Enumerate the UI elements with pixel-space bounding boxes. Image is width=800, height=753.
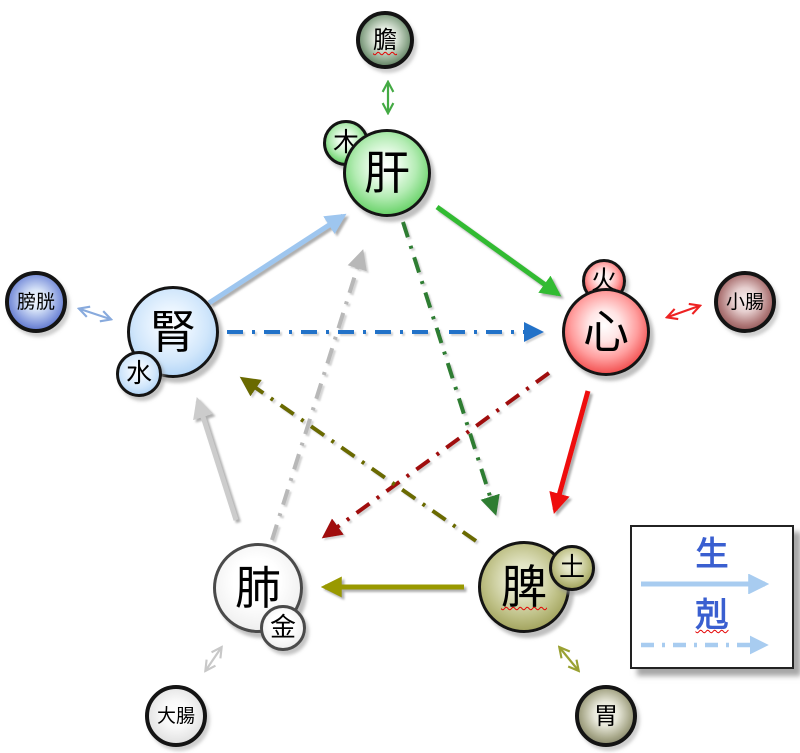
large-intestine-node: 大腸 xyxy=(145,685,207,747)
legend-box: 生 剋 xyxy=(630,525,794,669)
arrow-lung-to-liver xyxy=(270,249,367,541)
liver-label: 肝 xyxy=(364,146,410,200)
arrow-heart-to-spleen xyxy=(549,390,591,515)
metal-label: 金 xyxy=(269,613,296,643)
generating-arrows xyxy=(193,204,591,598)
arrow-smallintestine-heart xyxy=(668,306,699,317)
stomach-label: 胃 xyxy=(594,702,618,730)
arrow-heart-to-lung xyxy=(321,371,551,539)
arrow-liver-to-heart xyxy=(435,204,562,297)
gallbladder-label: 膽 xyxy=(373,26,397,54)
metal-element-node: 金 xyxy=(260,605,306,651)
gallbladder-node: 膽 xyxy=(356,11,414,69)
liver-node: 肝 xyxy=(343,129,431,217)
small-intestine-node: 小腸 xyxy=(714,271,776,333)
earth-element-node: 土 xyxy=(549,545,595,591)
kidney-label: 腎 xyxy=(150,305,196,359)
legend-overcoming-arrow xyxy=(641,635,769,655)
heart-node: 心 xyxy=(562,288,650,376)
arrow-kidney-to-liver xyxy=(207,213,347,306)
bladder-label: 膀胱 xyxy=(16,290,55,313)
heart-label: 心 xyxy=(583,305,629,359)
spleen-label: 脾 xyxy=(501,560,547,614)
small-intestine-label: 小腸 xyxy=(725,290,764,313)
legend-generating-arrow xyxy=(641,573,770,594)
arrow-liver-to-spleen xyxy=(401,221,500,516)
legend-generating-label: 生 xyxy=(695,534,729,573)
arrow-bladder-kidney xyxy=(80,309,110,319)
bladder-node: 膀胱 xyxy=(5,271,67,333)
arrow-spleen-to-kidney xyxy=(239,376,478,543)
water-label: 水 xyxy=(125,359,152,389)
arrow-largeintestine-lung xyxy=(206,648,221,670)
lung-label: 肺 xyxy=(235,561,281,615)
water-element-node: 水 xyxy=(116,351,162,397)
stomach-node: 胃 xyxy=(575,685,637,747)
legend-overcoming-label: 剋 xyxy=(695,594,729,634)
arrow-lung-to-kidney xyxy=(193,396,239,521)
arrow-stomach-spleen xyxy=(560,648,578,670)
large-intestine-label: 大腸 xyxy=(156,704,195,727)
earth-label: 土 xyxy=(558,553,585,583)
overcoming-arrows xyxy=(227,221,551,543)
pair-arrows xyxy=(80,83,699,670)
